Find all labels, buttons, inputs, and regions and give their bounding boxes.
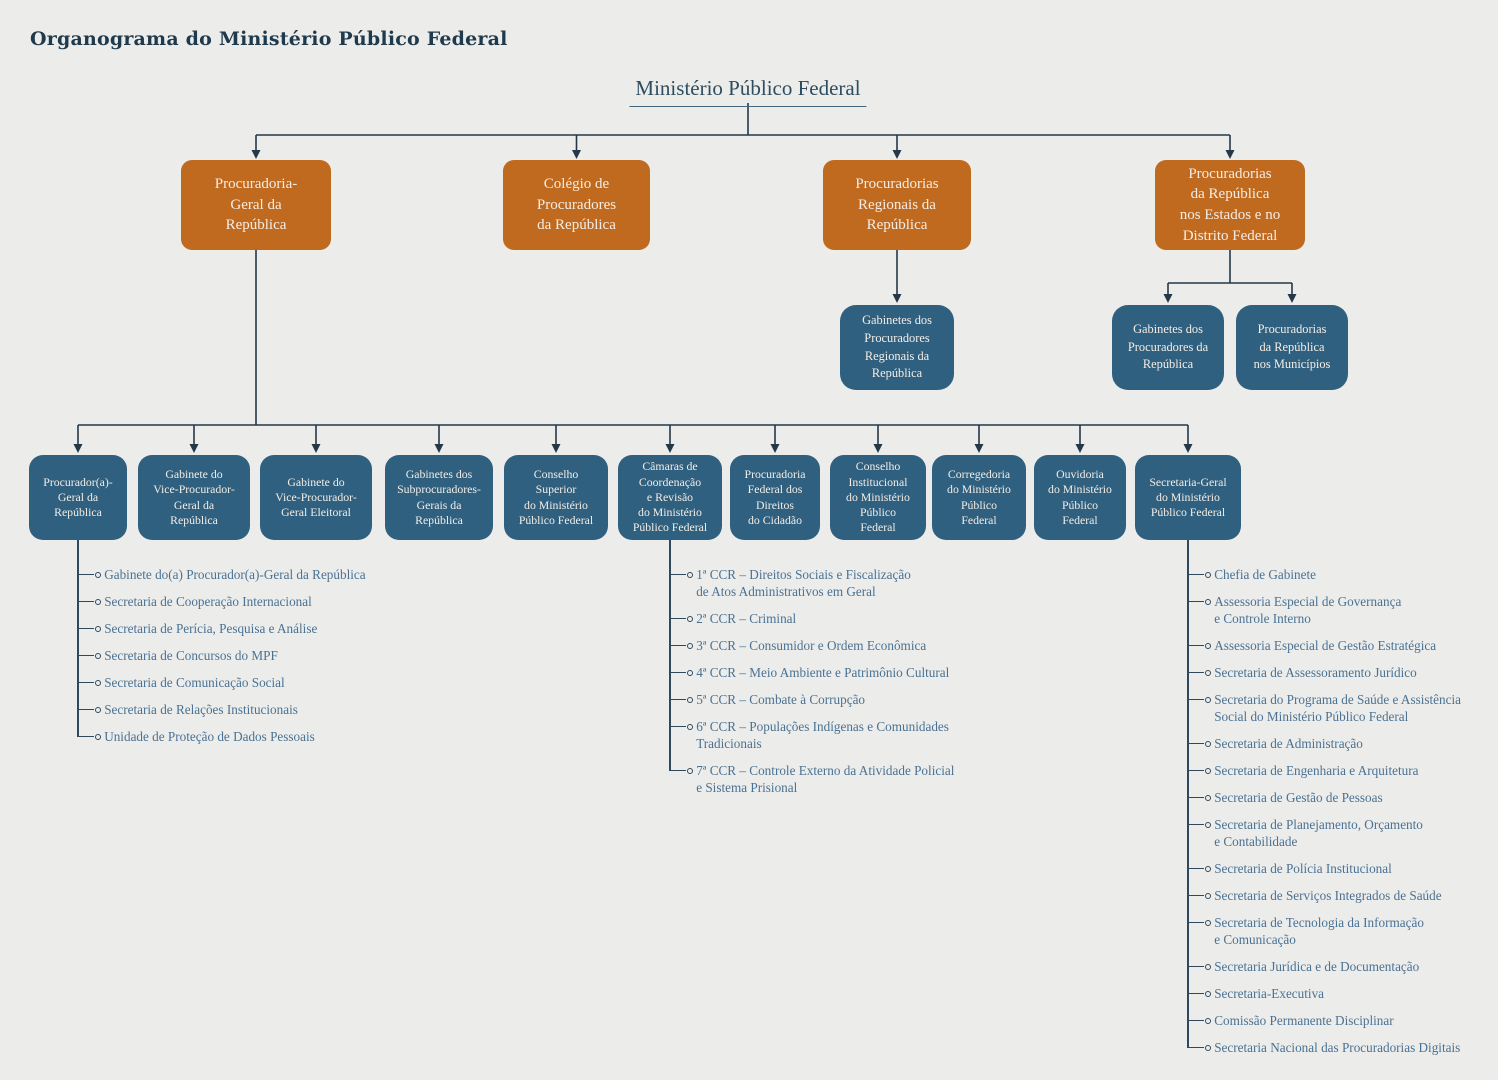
list-item: Assessoria Especial de Gestão Estratégic… <box>1187 632 1492 659</box>
list-item-label: Secretaria de Comunicação Social <box>104 675 285 690</box>
list-item-label: Secretaria de Engenharia e Arquitetura <box>1214 763 1419 778</box>
pgr-units-list: Gabinete do(a) Procurador(a)-Geral da Re… <box>77 540 397 750</box>
root-node-mpf: Ministério Público Federal <box>629 76 867 107</box>
list-item: Secretaria de Engenharia e Arquitetura <box>1187 757 1492 784</box>
list-item: 2ª CCR – Criminal <box>669 605 989 632</box>
list-item: Assessoria Especial de Governança e Cont… <box>1187 588 1492 632</box>
node-colegio-procuradores: Colégio de Procuradores da República <box>503 160 650 250</box>
list-item: Secretaria de Comunicação Social <box>77 669 397 696</box>
list-item: Chefia de Gabinete <box>1187 540 1492 588</box>
list-item: Secretaria de Assessoramento Jurídico <box>1187 659 1492 686</box>
list-item: 1ª CCR – Direitos Sociais e Fiscalização… <box>669 540 989 605</box>
node-gabinetes-procuradores-republica: Gabinetes dos Procuradores da República <box>1112 305 1224 390</box>
node-procuradoria-direitos-cidadao: Procuradoria Federal dos Direitos do Cid… <box>730 455 820 540</box>
node-procuradoria-geral-republica: Procuradoria- Geral da República <box>181 160 331 250</box>
list-item: Comissão Permanente Disciplinar <box>1187 1007 1492 1034</box>
list-item-label: Secretaria de Perícia, Pesquisa e Anális… <box>104 621 318 636</box>
list-item: Secretaria de Concursos do MPF <box>77 642 397 669</box>
node-ouvidoria: Ouvidoria do Ministério Público Federal <box>1034 455 1126 540</box>
list-item-label: 7ª CCR – Controle Externo da Atividade P… <box>696 763 955 795</box>
node-procuradorias-municipios: Procuradorias da República nos Município… <box>1236 305 1348 390</box>
list-item-label: Secretaria-Executiva <box>1214 986 1325 1001</box>
secretaria-geral-units-list: Chefia de Gabinete Assessoria Especial d… <box>1187 540 1492 1061</box>
list-item: Secretaria de Cooperação Internacional <box>77 588 397 615</box>
list-item: Secretaria de Gestão de Pessoas <box>1187 784 1492 811</box>
list-item-label: 6ª CCR – Populações Indígenas e Comunida… <box>696 719 949 751</box>
ccr-list: 1ª CCR – Direitos Sociais e Fiscalização… <box>669 540 989 801</box>
node-corregedoria: Corregedoria do Ministério Público Feder… <box>932 455 1026 540</box>
node-procurador-geral: Procurador(a)- Geral da República <box>29 455 127 540</box>
list-item-label: Secretaria de Tecnologia da Informação e… <box>1214 915 1424 947</box>
list-item-label: Assessoria Especial de Gestão Estratégic… <box>1214 638 1437 653</box>
list-item: Secretaria Nacional das Procuradorias Di… <box>1187 1034 1492 1061</box>
list-item: 3ª CCR – Consumidor e Ordem Econômica <box>669 632 989 659</box>
list-item: Gabinete do(a) Procurador(a)-Geral da Re… <box>77 540 397 588</box>
list-item-label: Secretaria de Administração <box>1214 736 1363 751</box>
list-item: Secretaria de Perícia, Pesquisa e Anális… <box>77 615 397 642</box>
node-conselho-institucional: Conselho Institucional do Ministério Púb… <box>830 455 926 540</box>
list-item: Secretaria de Polícia Institucional <box>1187 855 1492 882</box>
list-item: 5ª CCR – Combate à Corrupção <box>669 686 989 713</box>
node-gabinetes-subprocuradores: Gabinetes dos Subprocuradores- Gerais da… <box>385 455 493 540</box>
list-item-label: Secretaria de Concursos do MPF <box>104 648 278 663</box>
list-item-label: 3ª CCR – Consumidor e Ordem Econômica <box>696 638 927 653</box>
node-procuradorias-regionais: Procuradorias Regionais da República <box>823 160 971 250</box>
list-item: Secretaria de Planejamento, Orçamento e … <box>1187 811 1492 855</box>
list-item-label: Chefia de Gabinete <box>1214 567 1316 582</box>
list-item-label: 4ª CCR – Meio Ambiente e Patrimônio Cult… <box>696 665 950 680</box>
list-item-label: Secretaria de Serviços Integrados de Saú… <box>1214 888 1442 903</box>
node-gabinete-vice-pgr-eleitoral: Gabinete do Vice-Procurador- Geral Eleit… <box>260 455 372 540</box>
page-title: Organograma do Ministério Público Federa… <box>30 28 508 50</box>
list-item: Secretaria de Administração <box>1187 730 1492 757</box>
list-item: Secretaria do Programa de Saúde e Assist… <box>1187 686 1492 730</box>
list-item-label: Secretaria de Planejamento, Orçamento e … <box>1214 817 1423 849</box>
list-item: Secretaria de Relações Institucionais <box>77 696 397 723</box>
list-item-label: Secretaria do Programa de Saúde e Assist… <box>1214 692 1462 724</box>
list-item-label: Assessoria Especial de Governança e Cont… <box>1214 594 1402 626</box>
list-item: 7ª CCR – Controle Externo da Atividade P… <box>669 757 989 801</box>
node-gabinetes-procuradores-regionais: Gabinetes dos Procuradores Regionais da … <box>840 305 954 390</box>
list-item: Secretaria de Tecnologia da Informação e… <box>1187 909 1492 953</box>
list-item: Secretaria Jurídica e de Documentação <box>1187 953 1492 980</box>
node-gabinete-vice-pgr: Gabinete do Vice-Procurador- Geral da Re… <box>138 455 250 540</box>
list-item-label: Secretaria de Cooperação Internacional <box>104 594 312 609</box>
list-item-label: Secretaria de Polícia Institucional <box>1214 861 1392 876</box>
list-item: 4ª CCR – Meio Ambiente e Patrimônio Cult… <box>669 659 989 686</box>
list-item-label: Unidade de Proteção de Dados Pessoais <box>104 729 315 744</box>
node-secretaria-geral: Secretaria-Geral do Ministério Público F… <box>1135 455 1241 540</box>
list-item-label: Secretaria de Gestão de Pessoas <box>1214 790 1383 805</box>
list-item-label: Secretaria Jurídica e de Documentação <box>1214 959 1420 974</box>
list-item-label: Secretaria de Assessoramento Jurídico <box>1214 665 1417 680</box>
list-item: Secretaria de Serviços Integrados de Saú… <box>1187 882 1492 909</box>
list-item: Unidade de Proteção de Dados Pessoais <box>77 723 397 750</box>
list-item: Secretaria-Executiva <box>1187 980 1492 1007</box>
list-item-label: Secretaria Nacional das Procuradorias Di… <box>1214 1040 1461 1055</box>
list-item-label: Gabinete do(a) Procurador(a)-Geral da Re… <box>104 567 366 582</box>
node-conselho-superior: Conselho Superior do Ministério Público … <box>504 455 608 540</box>
list-item-label: Comissão Permanente Disciplinar <box>1214 1013 1394 1028</box>
list-item-label: 1ª CCR – Direitos Sociais e Fiscalização… <box>696 567 911 599</box>
list-item-label: 5ª CCR – Combate à Corrupção <box>696 692 866 707</box>
node-procuradorias-estados-df: Procuradorias da República nos Estados e… <box>1155 160 1305 250</box>
list-item-label: 2ª CCR – Criminal <box>696 611 797 626</box>
list-item-label: Secretaria de Relações Institucionais <box>104 702 298 717</box>
arrowheads <box>73 150 1297 453</box>
node-camaras-coordenacao-revisao: Câmaras de Coordenação e Revisão do Mini… <box>618 455 722 540</box>
list-item: 6ª CCR – Populações Indígenas e Comunida… <box>669 713 989 757</box>
